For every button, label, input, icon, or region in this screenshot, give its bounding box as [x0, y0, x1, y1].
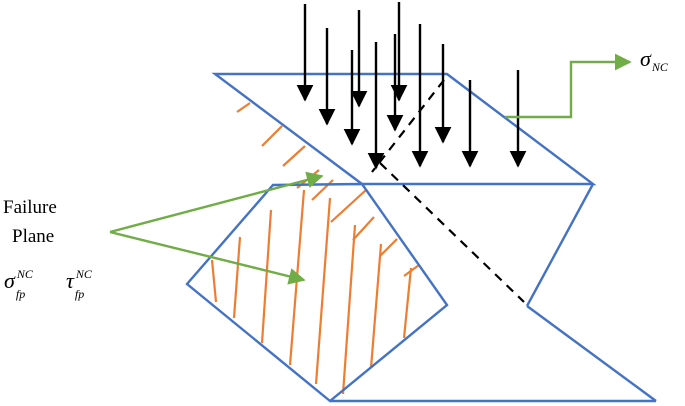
hatch-line [330, 189, 367, 223]
failure-plane-leader-upper [109, 171, 324, 234]
hatch-line [260, 209, 273, 344]
failure-plane-label: Failure Plane [3, 197, 57, 247]
hatch-line [282, 145, 306, 167]
hatch-line [379, 238, 398, 257]
failure-label-line1: Failure [3, 197, 57, 218]
lower-block-outline [185, 182, 449, 403]
hatch-line [210, 259, 218, 303]
upper-block-outline [211, 72, 597, 186]
hatch-line [311, 179, 334, 201]
specimen-outline [185, 72, 657, 403]
right-lower-slant-line [526, 305, 657, 402]
hatch-line [352, 216, 375, 241]
leader-lines [109, 53, 632, 285]
hatch-line [341, 224, 357, 395]
dashed-lower-segment [379, 162, 525, 303]
sigma-nc-symbol: σNC [640, 46, 669, 74]
right-zigzag-line [525, 183, 595, 307]
hatch-line [232, 236, 242, 319]
failure-plane-hatching [210, 102, 420, 395]
hatch-line [314, 197, 332, 385]
hatch-line [261, 125, 283, 147]
failure-label-line2: Plane [12, 226, 54, 247]
failure-plane-leader-lower [109, 230, 306, 285]
sigma-nc-leader [505, 53, 632, 119]
hatch-line [369, 243, 383, 369]
dashed-upper-segment [371, 79, 445, 173]
hatch-line [236, 102, 251, 113]
hatch-line [402, 267, 413, 339]
load-arrows [296, 2, 527, 170]
